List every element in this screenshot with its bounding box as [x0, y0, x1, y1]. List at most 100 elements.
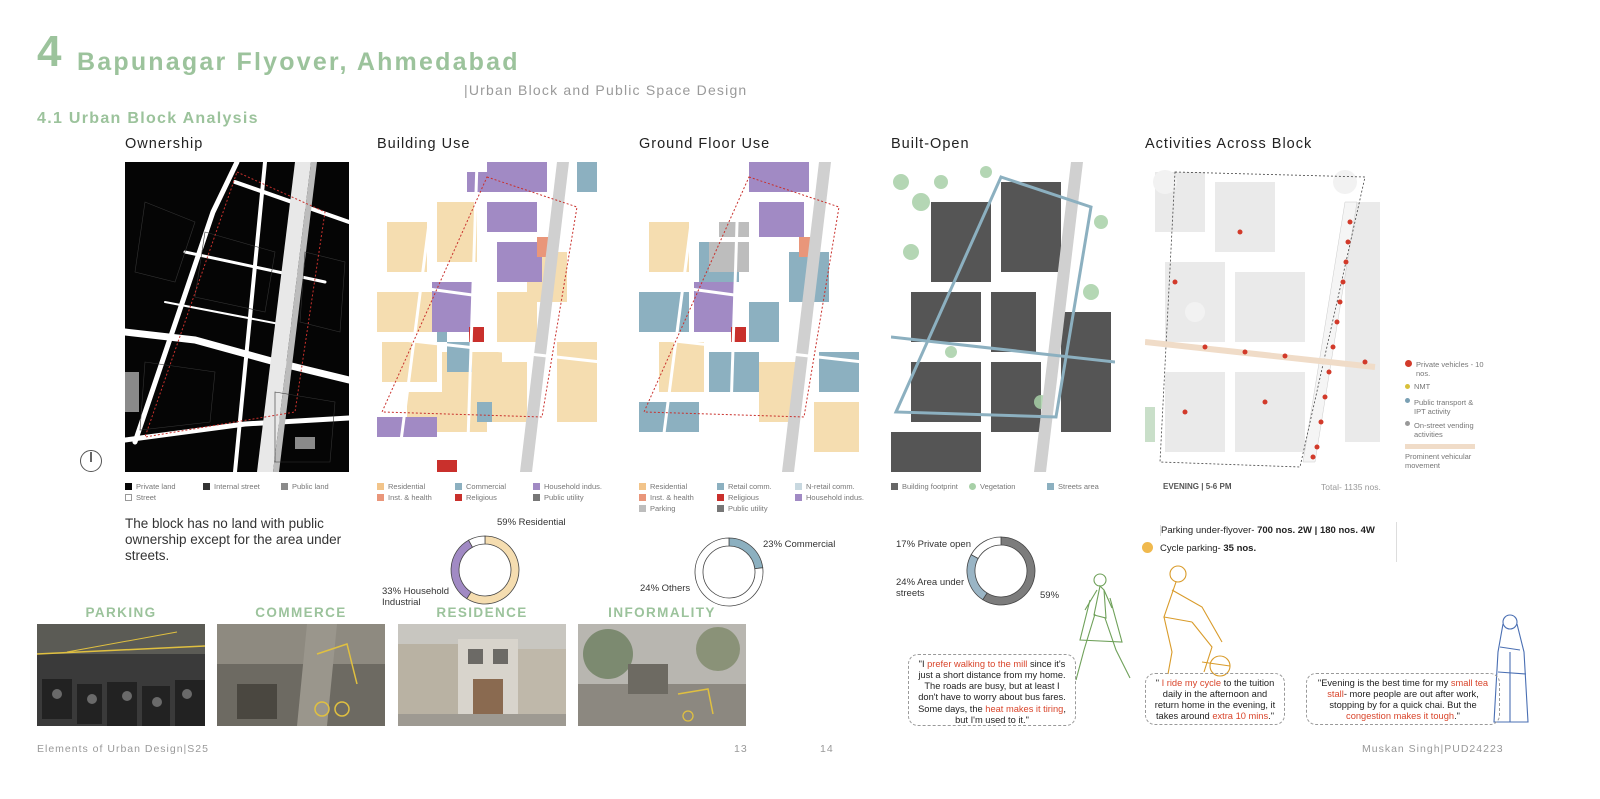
legend-item: Street — [125, 493, 156, 502]
photo-label-commerce: COMMERCE — [255, 605, 347, 620]
ownership-note: The block has no land with public owners… — [125, 516, 342, 564]
quote-text: "Evening is the best time for my — [1317, 678, 1451, 688]
legend-swatch — [455, 494, 462, 501]
legend-label: NMT — [1414, 382, 1431, 391]
legend-item: Vegetation — [969, 482, 1015, 491]
legend-label: Internal street — [214, 482, 260, 491]
quote-text: since it's just a short distance from my… — [918, 659, 1066, 714]
legend-label: Vegetation — [980, 482, 1016, 491]
legend-label: Household indus. — [544, 482, 602, 491]
quote-highlight: heat makes it tiring — [985, 703, 1064, 714]
legend-item: Religious — [455, 493, 497, 502]
legend-item: Inst. & health — [639, 493, 694, 502]
ground-floor-title: Ground Floor Use — [639, 136, 771, 152]
quote-text: ." — [1268, 711, 1275, 722]
legend-swatch — [795, 483, 802, 490]
activities-time-label: EVENING | 5-6 PM — [1163, 482, 1232, 491]
legend-item: Inst. & health — [377, 493, 432, 502]
legend-item: Public land — [281, 482, 329, 491]
legend-swatch — [533, 494, 540, 501]
legend-item: Prominent vehicular movement — [1405, 444, 1485, 470]
legend-swatch — [891, 483, 898, 490]
legend-label: Public land — [292, 482, 329, 491]
vendor-woman-sketch — [1493, 614, 1529, 723]
quote-highlight: small tea stall — [1327, 678, 1489, 700]
building-use-title: Building Use — [377, 136, 471, 152]
legend-item: Private vehicles - 10 nos. — [1405, 360, 1485, 378]
legend-item: Public transport & IPT activity — [1405, 398, 1485, 416]
legend-label: Residential — [650, 482, 688, 491]
legend-label: Public utility — [544, 493, 584, 502]
legend-swatch — [717, 494, 724, 501]
ownership-legend: Private land Internal street Public land… — [125, 482, 349, 504]
parking-photo — [37, 624, 205, 726]
legend-swatch — [1405, 444, 1475, 449]
legend-label: On-street vending activities — [1414, 421, 1474, 439]
page-title: Bapunagar Flyover, Ahmedabad — [77, 48, 520, 76]
quote-text: "I — [918, 659, 928, 669]
legend-item: Building footprint — [891, 482, 958, 491]
legend-swatch — [639, 505, 646, 512]
legend-swatch — [1405, 384, 1410, 389]
donut-label-built: 59% — [1040, 590, 1060, 601]
built-open-map — [891, 162, 1115, 472]
legend-label: Religious — [728, 493, 759, 502]
legend-swatch — [1405, 398, 1410, 403]
informality-photo — [578, 624, 746, 726]
donut-segment — [970, 536, 1002, 560]
building-use-legend: Residential Commercial Household indus. … — [377, 482, 607, 504]
legend-label: Streets area — [1058, 482, 1099, 491]
activities-map — [1145, 162, 1385, 472]
donut-label-residential: 59% Residential — [497, 517, 566, 528]
footer-course: Elements of Urban Design|S25 — [37, 743, 209, 755]
photo-label-informality: INFORMALITY — [608, 605, 716, 620]
legend-swatch — [1405, 360, 1412, 367]
ground-floor-donut — [694, 537, 764, 607]
divider — [1396, 522, 1397, 562]
legend-item: Internal street — [203, 482, 260, 491]
donut-segment — [694, 537, 764, 607]
quote-highlight: congestion makes it tough — [1346, 711, 1455, 722]
legend-swatch — [639, 494, 646, 501]
parking-note-value: 700 nos. 2W | 180 nos. 4W — [1257, 525, 1375, 536]
legend-swatch — [1047, 483, 1054, 490]
quote-highlight: extra 10 mins — [1212, 711, 1269, 722]
cycle-note-label: Cycle parking- — [1160, 543, 1221, 554]
donut-label-others: 24% Others — [640, 583, 691, 594]
ownership-title: Ownership — [125, 136, 204, 152]
legend-item: NMT — [1405, 382, 1430, 391]
quote-highlight: prefer walking to the mill — [927, 659, 1028, 669]
parking-note-label: Parking under-flyover- — [1161, 525, 1255, 536]
built-open-legend: Building footprint Vegetation Streets ar… — [891, 482, 1121, 494]
photo-label-parking: PARKING — [85, 605, 157, 620]
legend-label: Household indus. — [806, 493, 864, 502]
legend-swatch — [377, 483, 384, 490]
legend-item: Parking — [639, 504, 675, 513]
page-number-right: 14 — [820, 743, 834, 755]
donut-segment — [728, 537, 764, 570]
legend-label: Parking — [650, 504, 676, 513]
legend-swatch — [717, 483, 724, 490]
legend-swatch — [377, 494, 384, 501]
building-use-map — [377, 162, 601, 472]
legend-label: Residential — [388, 482, 426, 491]
donut-segment — [450, 539, 474, 600]
legend-label: Inst. & health — [650, 493, 694, 502]
built-open-donut — [966, 536, 1036, 606]
legend-label: Private land — [136, 482, 176, 491]
activities-total-label: Total- 1135 nos. — [1321, 482, 1381, 492]
building-use-donut — [450, 535, 520, 605]
quote-text: " — [1155, 678, 1162, 688]
legend-swatch — [969, 483, 976, 490]
legend-swatch — [125, 494, 132, 501]
commerce-photo — [217, 624, 385, 726]
quote-text: - more people are out after work, stoppi… — [1329, 689, 1479, 711]
legend-label: N-retail comm. — [806, 482, 855, 491]
ground-floor-map — [639, 162, 863, 472]
parking-note: Parking under-flyover- 700 nos. 2W | 180… — [1160, 525, 1375, 536]
quote-walker: "I prefer walking to the mill since it's… — [908, 654, 1076, 726]
section-number: 4 — [37, 27, 62, 76]
section-heading: 4.1 Urban Block Analysis — [37, 110, 259, 127]
cycle-note: Cycle parking- 35 nos. — [1160, 543, 1256, 554]
legend-label: Inst. & health — [388, 493, 432, 502]
